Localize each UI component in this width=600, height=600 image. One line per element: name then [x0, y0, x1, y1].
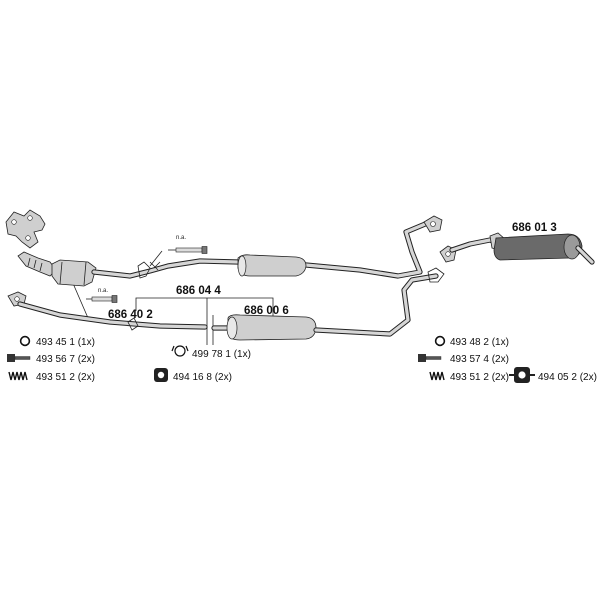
legend-center-item-1: 499 78 1 (1x)	[192, 349, 251, 360]
na-note-upper: n.a.	[176, 235, 186, 241]
center-silencer	[237, 254, 307, 277]
catalytic-converter	[51, 259, 97, 287]
rear-silencer	[439, 232, 595, 265]
spring-icon	[429, 371, 445, 381]
clamp-icon	[171, 345, 189, 357]
front-pipe	[7, 291, 208, 331]
ring-icon	[19, 335, 31, 347]
part-number-catalyst-pipe: 686 04 4	[176, 285, 221, 297]
legend-right-item-4: 494 05 2 (2x)	[538, 372, 597, 383]
legend-left-item-3: 493 51 2 (2x)	[36, 372, 95, 383]
part-number-front-pipe: 686 40 2	[108, 309, 153, 321]
legend-right-item-1: 493 48 2 (1x)	[450, 337, 509, 348]
oxygen-sensor-upper	[168, 246, 208, 254]
oxygen-sensor-lower	[86, 295, 118, 303]
middle-silencer	[211, 267, 445, 341]
legend-left-item-2: 493 56 7 (2x)	[36, 354, 95, 365]
rubber-mount-icon	[154, 368, 168, 382]
front-flex-section	[17, 251, 57, 277]
ring-icon	[434, 335, 446, 347]
exhaust-manifold	[5, 209, 46, 249]
leader-lines	[71, 250, 274, 345]
part-number-rear-silencer: 686 01 3	[512, 222, 557, 234]
spring-icon	[8, 371, 28, 381]
center-pipe	[91, 219, 433, 279]
legend-center: 499 78 1 (1x) 494 16 8 (2x)	[154, 345, 251, 383]
bolt-icon	[418, 354, 442, 362]
na-note-lower: n.a.	[98, 288, 108, 294]
bolt-icon	[7, 354, 31, 362]
legend-right-item-3: 493 51 2 (2x)	[450, 372, 509, 383]
legend-right-item-2: 493 57 4 (2x)	[450, 354, 509, 365]
legend-right: 493 48 2 (1x) 493 57 4 (2x) 493 51 2 (2x…	[418, 335, 597, 383]
part-number-middle-silencer: 686 00 6	[244, 305, 289, 317]
flange-upper-right	[423, 215, 443, 233]
legend-left: 493 45 1 (1x) 493 56 7 (2x) 493 51 2 (2x…	[7, 335, 95, 383]
legend-center-item-2: 494 16 8 (2x)	[173, 372, 232, 383]
legend-left-item-1: 493 45 1 (1x)	[36, 337, 95, 348]
rubber-mount-icon	[509, 367, 535, 383]
